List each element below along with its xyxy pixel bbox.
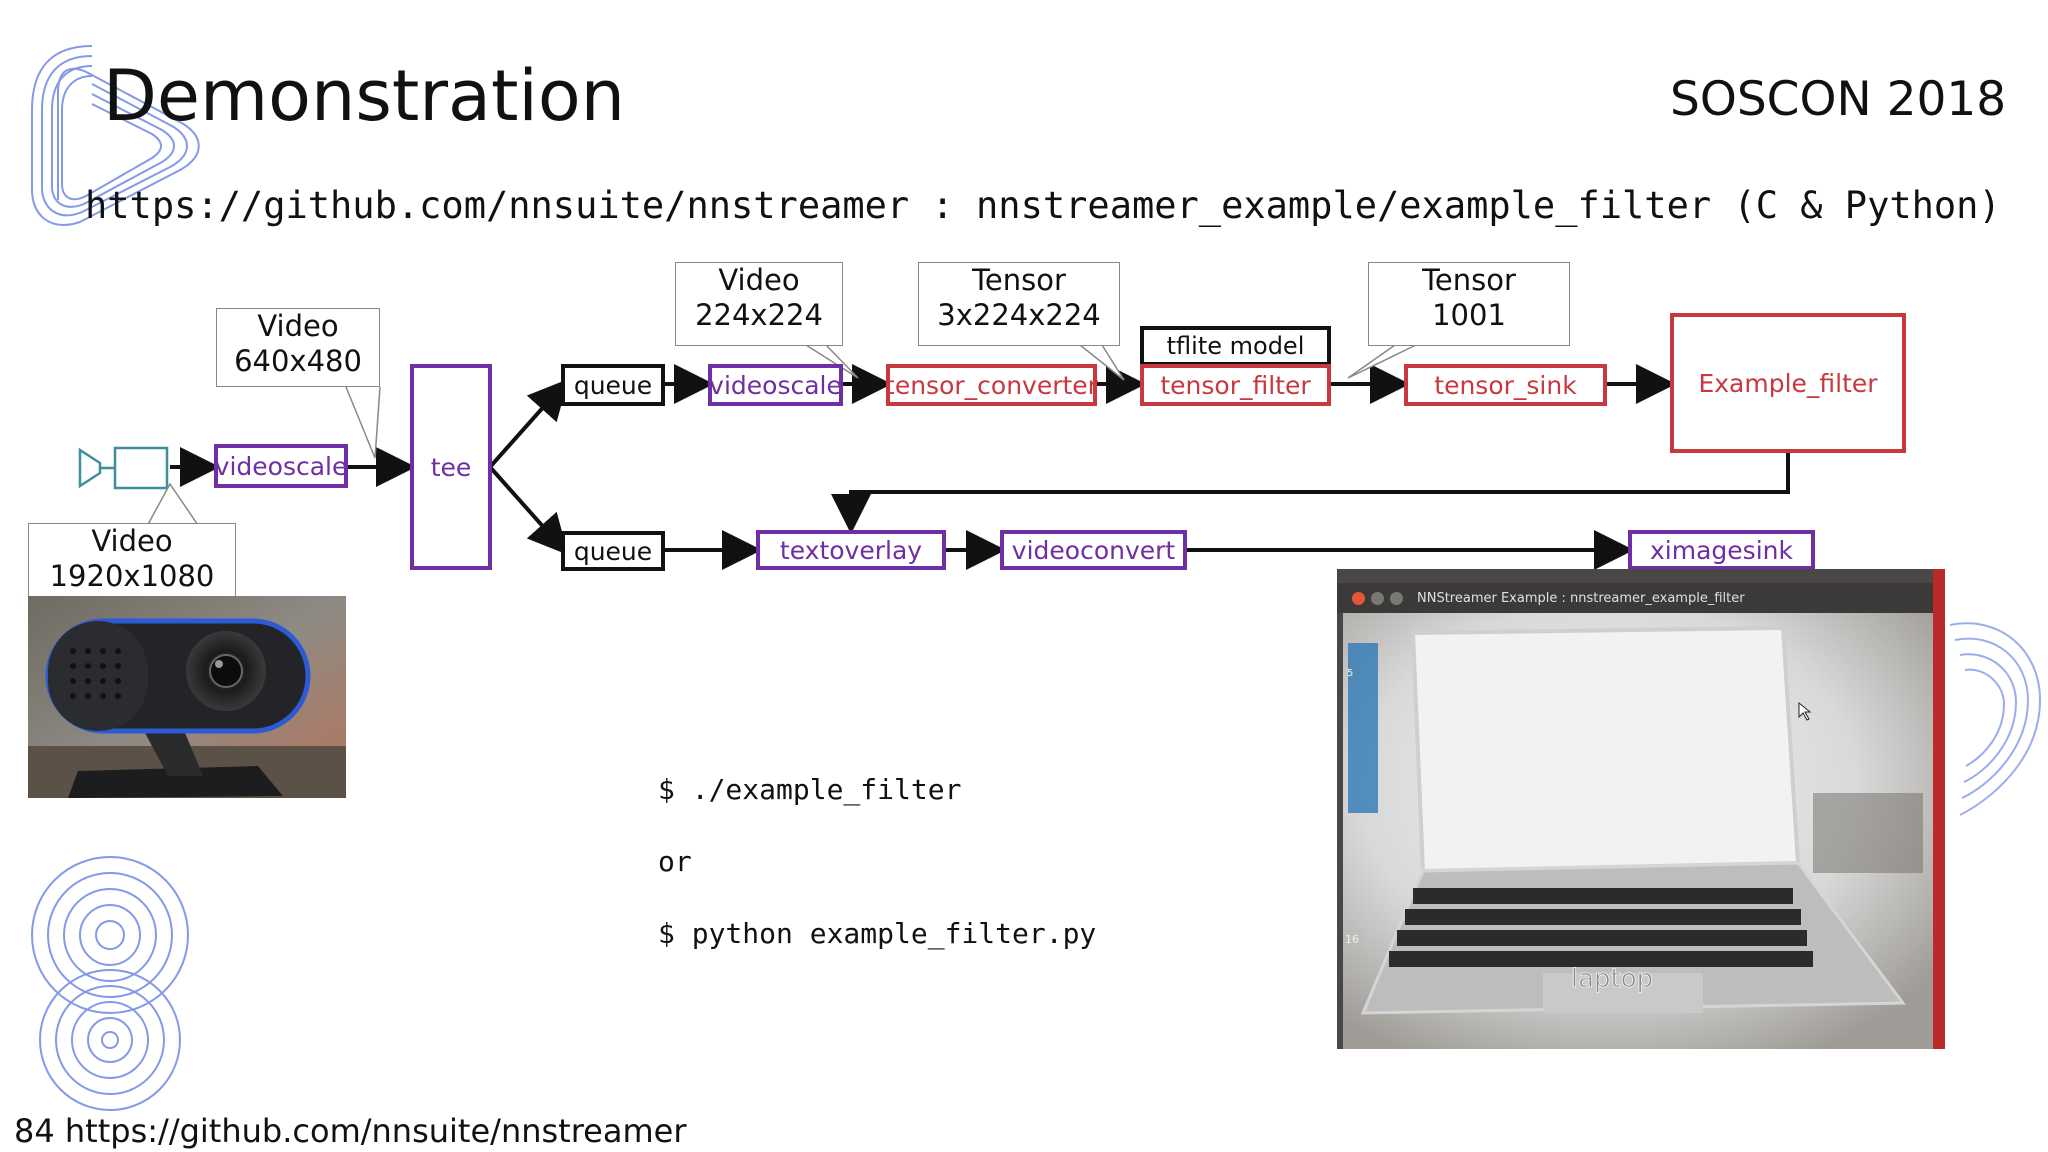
frame-number-bottom: 16 xyxy=(1345,933,1359,946)
callout-tail-3x224 xyxy=(1079,344,1125,381)
callout-video-224x224: Video 224x224 xyxy=(675,262,843,346)
webcam-photo xyxy=(28,596,346,798)
callout-line: Video xyxy=(718,263,800,297)
node-queue-top: queue xyxy=(561,364,665,406)
callout-video-640x480: Video 640x480 xyxy=(216,308,380,387)
callout-tensor-1001: Tensor 1001 xyxy=(1368,262,1570,346)
node-tee: tee xyxy=(410,364,492,570)
callout-line: Tensor xyxy=(1422,263,1516,297)
node-tflite-model: tflite model xyxy=(1140,326,1331,366)
arrow-tee-queue-top xyxy=(488,379,569,469)
callout-line: 3x224x224 xyxy=(937,298,1101,332)
callout-line: 224x224 xyxy=(695,298,823,332)
command-or: or xyxy=(658,845,692,878)
logo-right-icon xyxy=(1949,622,2042,816)
callout-tensor-3x224x224: Tensor 3x224x224 xyxy=(918,262,1120,346)
node-queue-bottom: queue xyxy=(561,531,665,571)
node-videoscale-224: videoscale xyxy=(708,364,843,406)
node-tensor-sink: tensor_sink xyxy=(1404,364,1607,406)
event-label: SOSCON 2018 xyxy=(1670,72,2007,127)
detected-label: laptop xyxy=(1571,964,1653,994)
camera-icon xyxy=(78,446,169,490)
node-videoconvert: videoconvert xyxy=(1000,530,1187,570)
callout-tail-camera xyxy=(145,482,201,529)
node-tensor-converter: tensor_converter xyxy=(885,364,1098,406)
callout-line: 640x480 xyxy=(234,344,362,378)
command-example-filter: $ ./example_filter xyxy=(658,773,962,806)
mouse-cursor-icon xyxy=(1798,701,1812,721)
logo-top-left-icon xyxy=(31,45,200,226)
node-videoscale-input: videoscale xyxy=(214,444,348,488)
demo-camera-frame: 5 16 laptop xyxy=(1343,613,1933,1049)
close-icon[interactable] xyxy=(1352,591,1365,605)
maximize-icon[interactable] xyxy=(1390,591,1403,605)
callout-tail-640 xyxy=(345,386,381,459)
frame-number-top: 5 xyxy=(1347,668,1353,679)
arrow-example-textoverlay xyxy=(831,452,1790,534)
callout-line: Video xyxy=(257,309,339,343)
demo-output-window: NNStreamer Example : nnstreamer_example_… xyxy=(1337,569,1945,1049)
slide-title: Demonstration xyxy=(103,55,626,137)
callout-line: 1001 xyxy=(1432,298,1506,332)
command-python-example: $ python example_filter.py xyxy=(658,917,1097,950)
window-title: NNStreamer Example : nnstreamer_example_… xyxy=(1417,590,1745,606)
repository-url-line[interactable]: https://github.com/nnsuite/nnstreamer : … xyxy=(85,184,2001,227)
callout-tail-224 xyxy=(805,344,859,379)
arrow-tee-queue-bottom xyxy=(488,465,569,555)
footer-page-url[interactable]: 84 https://github.com/nnsuite/nnstreamer xyxy=(14,1112,687,1150)
callout-line: Tensor xyxy=(972,263,1066,297)
callout-tail-1001 xyxy=(1347,344,1417,379)
node-textoverlay: textoverlay xyxy=(756,530,946,570)
callout-line: Video xyxy=(91,524,173,558)
node-ximagesink: ximagesink xyxy=(1628,530,1815,570)
callout-camera-resolution: Video 1920x1080 xyxy=(28,523,236,598)
window-titlebar: NNStreamer Example : nnstreamer_example_… xyxy=(1337,583,1933,613)
logo-bottom-left-icon xyxy=(31,856,189,1111)
callout-line: 1920x1080 xyxy=(49,559,215,593)
node-example-filter: Example_filter xyxy=(1670,313,1906,453)
minimize-icon[interactable] xyxy=(1371,591,1384,605)
node-tensor-filter: tensor_filter xyxy=(1140,364,1331,406)
